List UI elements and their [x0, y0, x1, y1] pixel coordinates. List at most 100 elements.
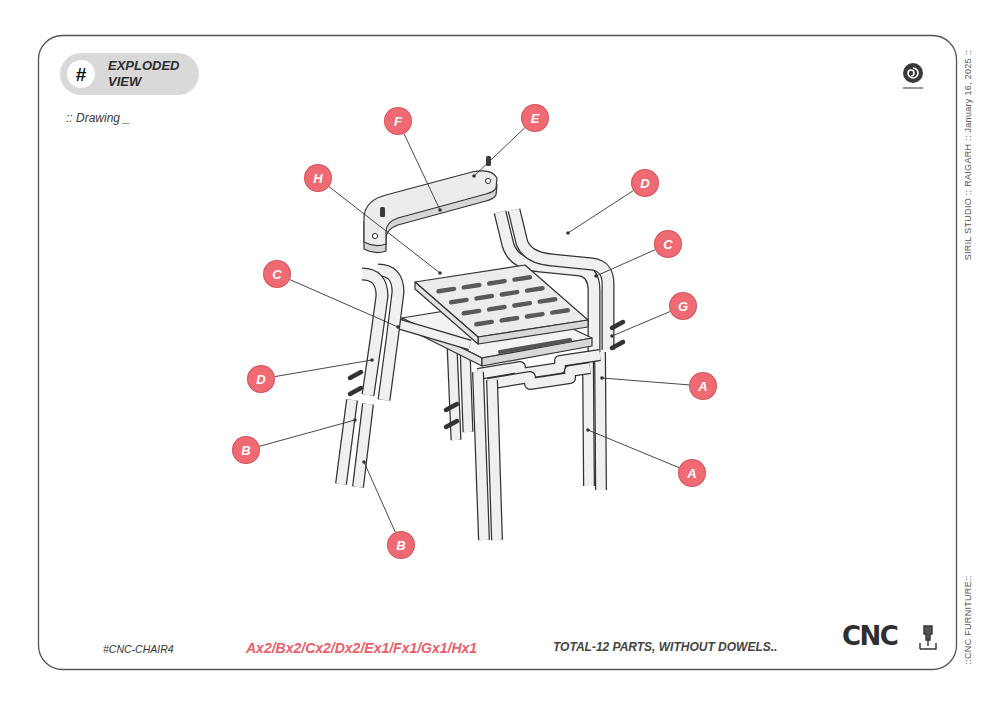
leg-frame [600, 352, 601, 490]
leader-dot [438, 271, 442, 275]
total-note: TOTAL-12 PARTS, WITHOUT DOWELS.. [553, 641, 777, 655]
side-panel-left [392, 322, 470, 345]
leg-frame [478, 372, 484, 540]
studio-logo [908, 68, 918, 78]
page-frame [39, 36, 957, 670]
dowel [350, 388, 361, 394]
side-panel-left [341, 400, 352, 484]
leader-line [596, 250, 655, 276]
back-leg [465, 348, 468, 432]
leg-frame [492, 380, 497, 540]
studio-logo [903, 63, 923, 83]
studio-logo [903, 87, 923, 89]
model-code: #CNC-CHAIR4 [103, 643, 174, 655]
studio-credit: SIRIL STUDIO :: RAIGARH :: January 16, 2… [963, 50, 973, 261]
peg [380, 207, 385, 217]
callout-circle: E [522, 105, 548, 131]
side-panel-left [341, 400, 352, 484]
dowel [446, 421, 457, 427]
leader-dot [396, 325, 400, 329]
leader-line [612, 312, 670, 337]
callout-letter: A [698, 380, 707, 393]
leader-line [275, 360, 372, 377]
callout-letter: C [272, 268, 281, 281]
seat-support [500, 340, 570, 352]
leader-line [329, 187, 440, 273]
dowel [612, 322, 623, 328]
header-pill [60, 53, 199, 95]
peg [380, 156, 491, 217]
leader-dot [353, 174, 614, 464]
callout-letter: C [663, 238, 672, 251]
side-panel-left [358, 404, 368, 487]
leg-frame [488, 368, 590, 384]
leader-line [404, 134, 440, 210]
callout-circle: H [305, 165, 331, 191]
leader-dot [594, 274, 598, 278]
drawing-note: :: Drawing _ [66, 112, 130, 126]
drill-icon [920, 643, 936, 649]
leader-line [260, 420, 356, 446]
callout-letter: D [640, 177, 649, 190]
leader-line [260, 128, 690, 533]
leader-dot [472, 174, 476, 178]
callout-circle: D [248, 366, 274, 392]
leader-line [588, 430, 679, 468]
callout-letter: B [396, 539, 405, 552]
side-panel-left [341, 270, 470, 487]
back-rail [372, 233, 377, 238]
dowel [446, 404, 457, 410]
leg-frame [492, 380, 497, 540]
chair-parts [341, 156, 623, 540]
leader-dot [362, 460, 366, 464]
leader-dot [438, 208, 442, 212]
callout-circle: B [233, 437, 259, 463]
back-leg [465, 348, 468, 432]
leader-dot [600, 376, 604, 380]
leader-dot [566, 231, 570, 235]
callout-letter: A [687, 467, 696, 480]
leader-line [474, 128, 525, 176]
callout-circle: A [690, 373, 716, 399]
leg-frame [588, 358, 589, 486]
callout-letter: F [394, 115, 402, 128]
callout-circle: G [670, 293, 696, 319]
side-panel-left [358, 404, 368, 487]
leader-line [568, 191, 633, 233]
side-panel-left [392, 322, 470, 345]
leader-dot [370, 358, 374, 362]
side-panel-left [362, 274, 382, 395]
back-leg [452, 345, 468, 440]
leg-frame [478, 372, 484, 540]
callout-circle: B [388, 532, 414, 558]
badge-symbol: # [76, 65, 87, 84]
callout-letter: G [678, 300, 688, 313]
leg-frame [488, 368, 590, 384]
dowel [612, 342, 623, 348]
leg-frame [588, 358, 589, 486]
callout-circle: C [264, 261, 290, 287]
seat-panel [478, 320, 588, 344]
back-rail [364, 171, 497, 246]
side-panel-left [362, 274, 382, 395]
studio-logo [903, 63, 923, 89]
callout-circle: D [632, 170, 658, 196]
callout-letter: E [531, 112, 540, 125]
callout-letter: H [313, 172, 322, 185]
dowel [350, 322, 623, 427]
callout-letter: B [241, 444, 250, 457]
leg-frame [478, 352, 601, 540]
category-note: ::CNC FURNITURE:: [963, 575, 973, 664]
drill-icon [920, 626, 936, 649]
seat-panel [439, 277, 568, 324]
back-rail [364, 171, 497, 253]
callout-circle: F [385, 108, 411, 134]
view-title: EXPLODED VIEW [108, 58, 192, 90]
drill-icon [927, 640, 928, 646]
leader-line [364, 462, 395, 532]
callout-circle: C [655, 231, 681, 257]
leader-dot [610, 334, 614, 338]
callout-circle: A [679, 460, 705, 486]
cnc-logo: CNC [842, 622, 897, 652]
